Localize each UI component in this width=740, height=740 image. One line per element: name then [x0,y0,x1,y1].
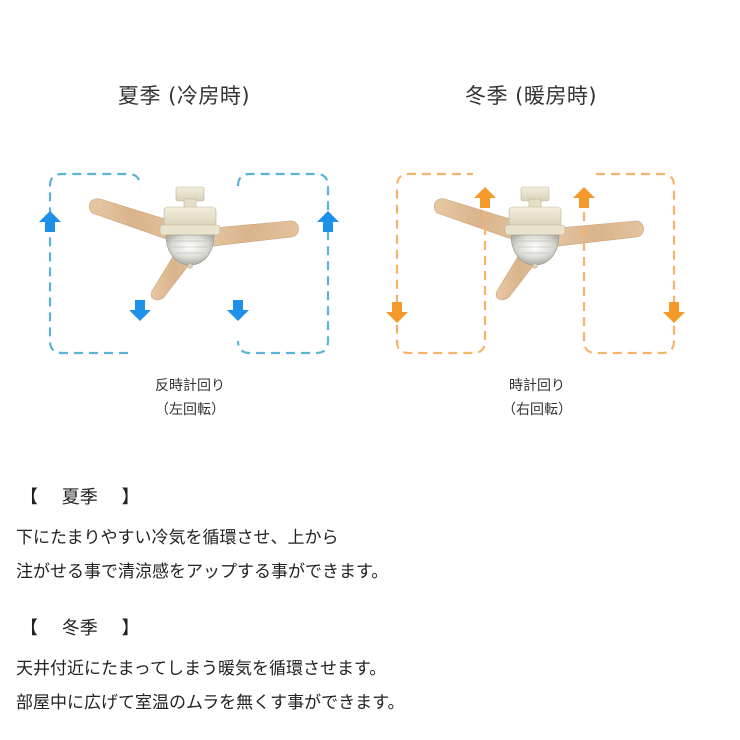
summer-title: 夏季 (冷房時) [118,84,251,108]
fan-airflow-diagram [39,172,685,355]
heading-text: 冬季 [61,618,98,639]
winter-fan [433,186,644,301]
winter-description: 天井付近にたまってしまう暖気を循環させます。 部屋中に広げて室温のムラを無くす事… [16,652,404,720]
bracket-close: 】 [121,487,140,508]
winter-section-heading: 【 冬季 】 [20,614,139,640]
summer-fan [88,186,299,301]
summer-section-heading: 【 夏季 】 [20,483,139,509]
summer-rotation-caption: 反時計回り （左回転） [110,374,270,422]
summer-arrow-down-left-icon [129,300,151,321]
summer-description-line2: 注がせる事で清涼感をアップする事ができます。 [16,562,389,582]
winter-arrow-down-right-icon [663,302,685,323]
bracket-open: 【 [20,487,38,508]
winter-rotation-note: （右回転） [502,402,572,418]
winter-arrow-up-left-icon [474,187,496,208]
summer-airflow-left [48,172,142,355]
winter-arrow-down-left-icon [386,302,408,323]
winter-description-line1: 天井付近にたまってしまう暖気を循環させます。 [16,659,387,679]
winter-description-line2: 部屋中に広げて室温のムラを無くす事ができます。 [16,693,405,713]
winter-rotation-direction: 時計回り [509,378,565,394]
summer-rotation-note: （左回転） [155,402,225,418]
summer-arrow-up-right-icon [317,211,339,232]
summer-arrow-down-right-icon [227,300,249,321]
summer-rotation-direction: 反時計回り [155,378,225,394]
summer-arrow-up-left-icon [39,211,61,232]
winter-airflow-left [395,172,487,355]
heading-text: 夏季 [61,487,98,508]
winter-title: 冬季 (暖房時) [465,84,598,108]
winter-rotation-caption: 時計回り （右回転） [457,374,617,422]
winter-airflow-right [582,172,676,355]
bracket-open: 【 [20,618,38,639]
summer-description: 下にたまりやすい冷気を循環させ、上から 注がせる事で清涼感をアップする事ができま… [16,521,388,589]
summer-airflow-right [236,172,330,355]
winter-arrow-up-right-icon [573,187,595,208]
summer-description-line1: 下にたまりやすい冷気を循環させ、上から [16,528,339,548]
bracket-close: 】 [121,618,140,639]
